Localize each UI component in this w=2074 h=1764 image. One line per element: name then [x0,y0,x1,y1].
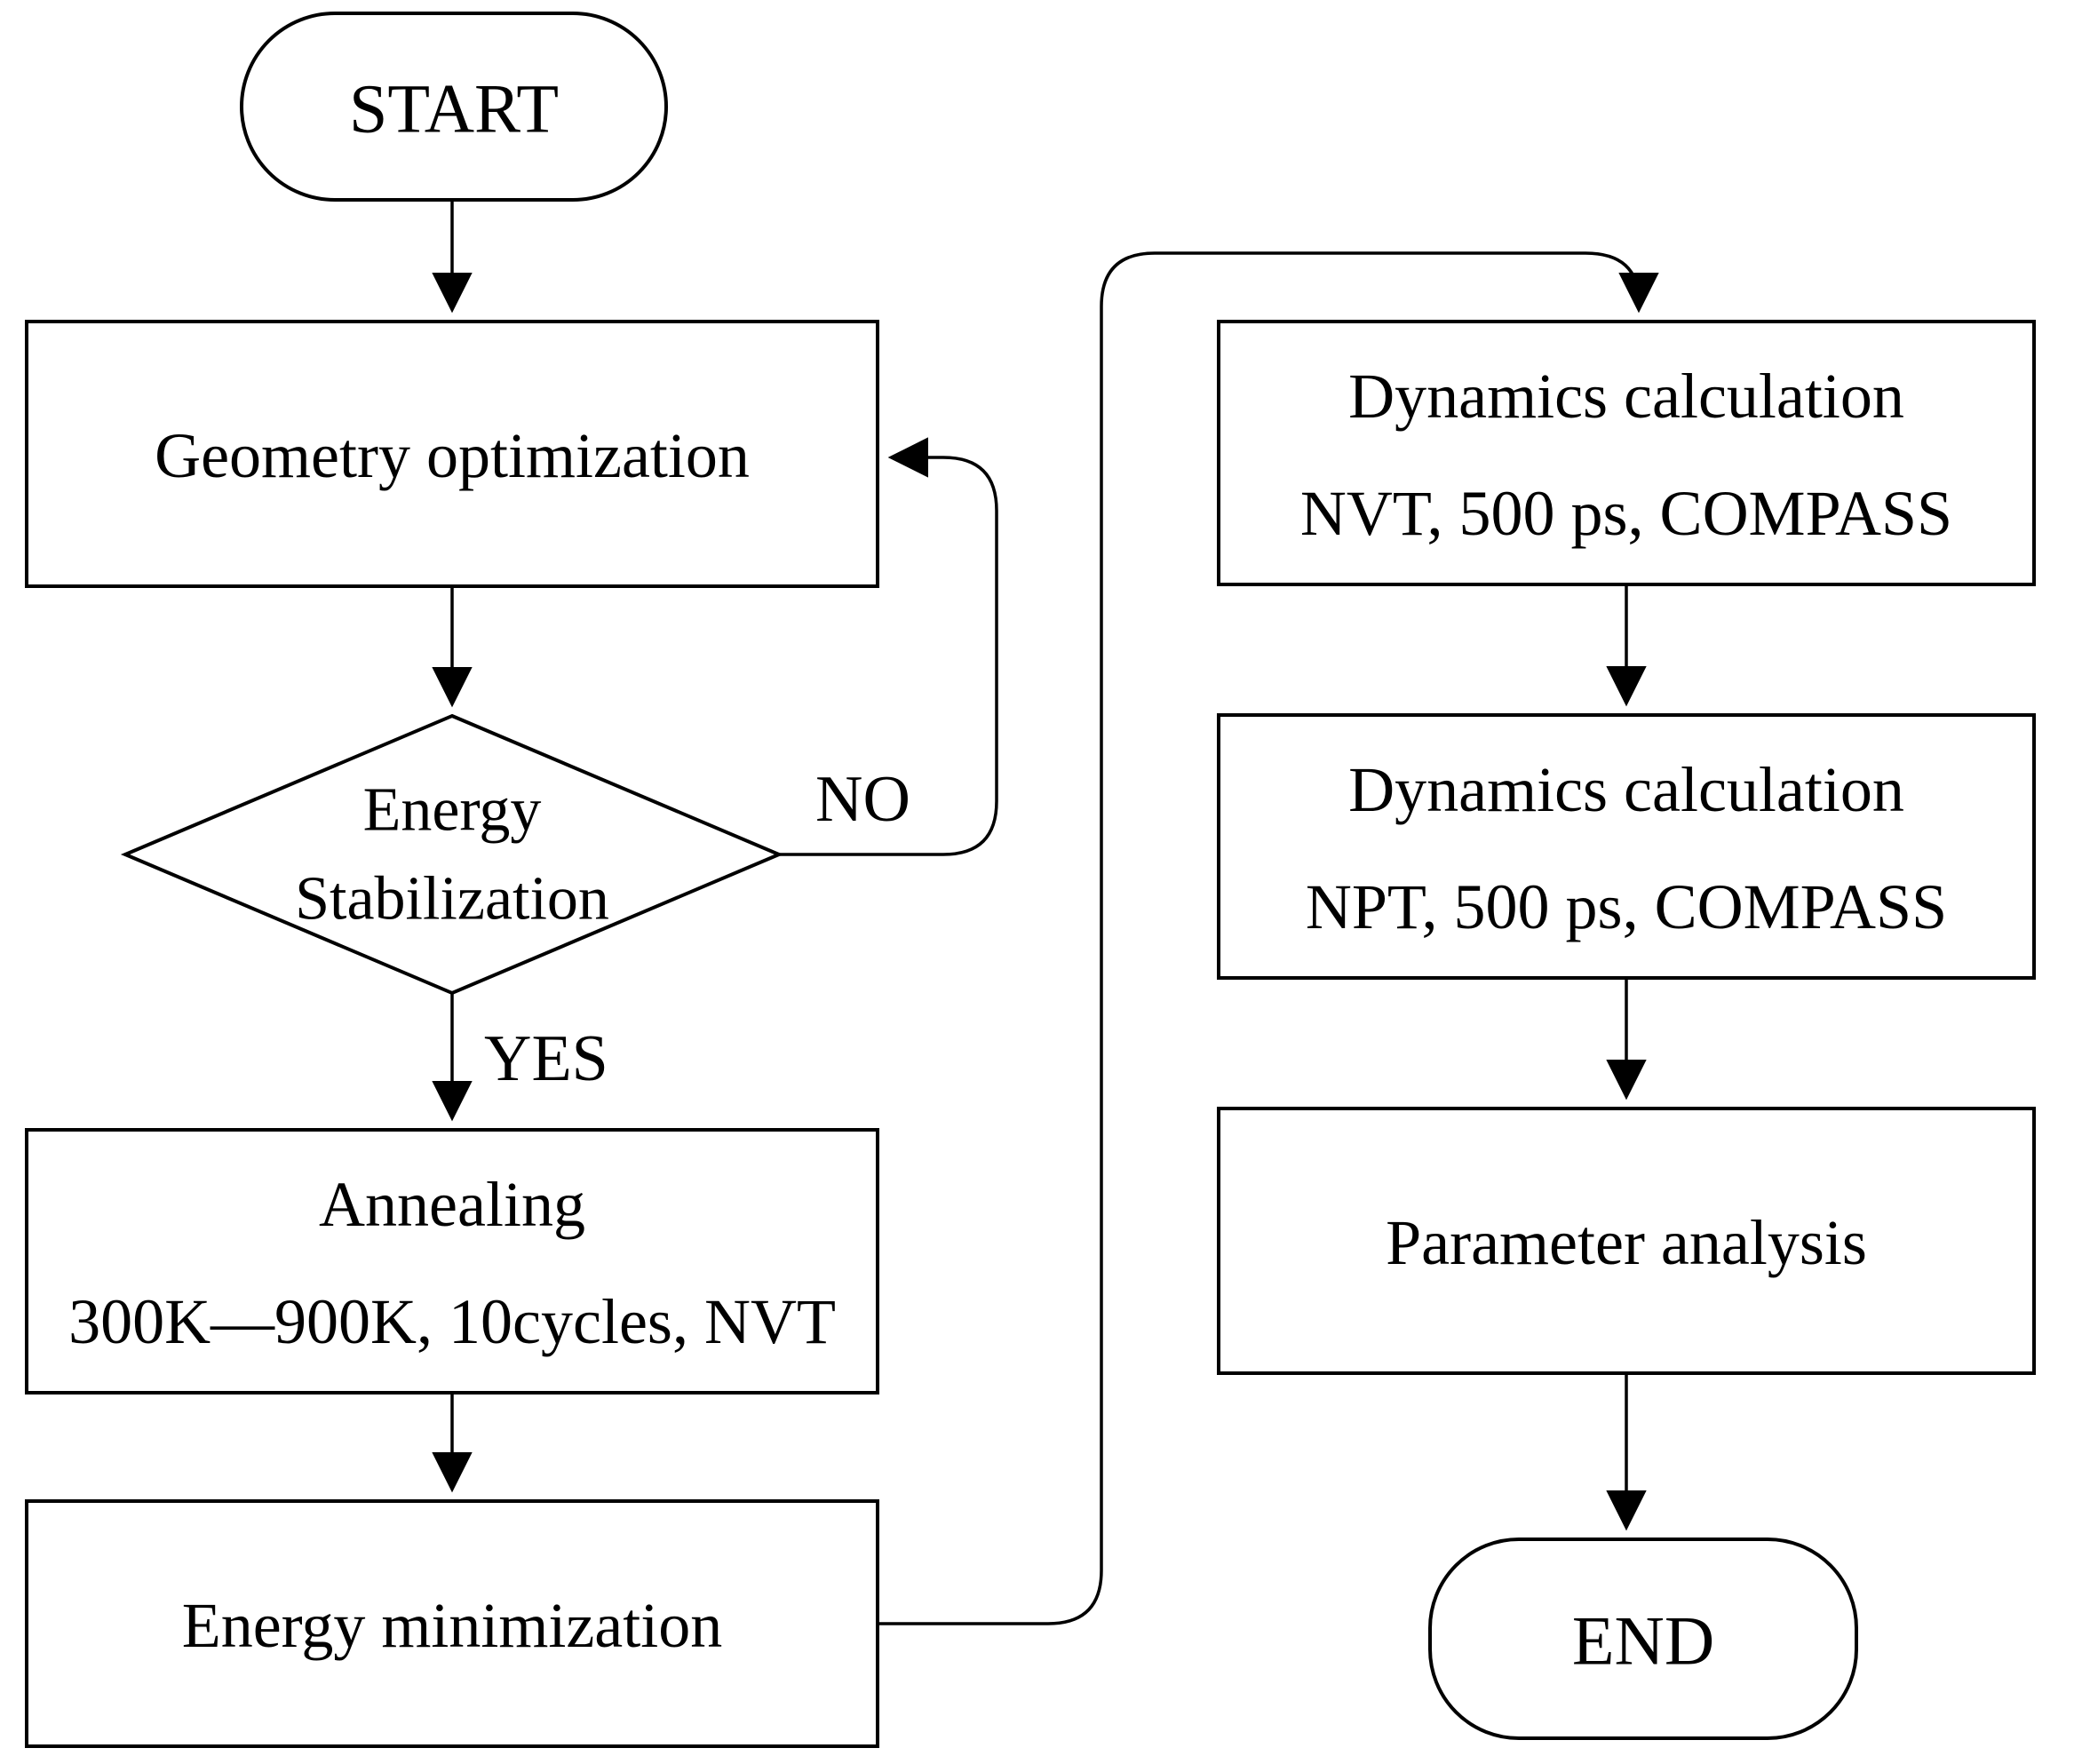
energy-minimization-shape [25,1499,879,1748]
annealing-shape [25,1128,879,1395]
edge-label-no: NO [815,763,910,836]
node-energy-stabilization: Energy Stabilization [120,713,784,996]
annealing-label-line2: 300K—900K, 10cycles, NVT [68,1286,836,1357]
dynamics-npt-label-line1: Dynamics calculation [1348,754,1904,825]
start-terminator-shape [240,12,668,202]
edge-label-yes: YES [484,1022,608,1095]
node-start: START [240,12,668,202]
node-dynamics-npt: Dynamics calculation NPT, 500 ps, COMPAS… [1217,713,2036,980]
parameter-analysis-label: Parameter analysis [1386,1207,1867,1278]
start-label: START [349,70,559,147]
dynamics-npt-label-line2: NPT, 500 ps, COMPASS [1306,871,1947,942]
dynamics-nvt-shape [1217,320,2036,586]
dynamics-nvt-label-line1: Dynamics calculation [1348,361,1904,432]
edge-energy-minimization-to-dynamics-nvt [878,251,1659,1625]
energy-stabilization-label-line1: Energy [363,776,542,845]
node-annealing: Annealing 300K—900K, 10cycles, NVT [25,1128,879,1395]
energy-stabilization-diamond-shape [120,713,784,996]
parameter-analysis-shape [1217,1107,2036,1375]
geometry-optimization-shape [25,320,879,588]
end-label: END [1572,1602,1714,1680]
geometry-optimization-label: Geometry optimization [155,420,750,491]
edge-decision-no-loop [779,437,998,856]
annealing-label-line1: Annealing [319,1169,585,1240]
end-terminator-shape [1428,1538,1858,1740]
node-dynamics-nvt: Dynamics calculation NVT, 500 ps, COMPAS… [1217,320,2036,586]
node-energy-minimization: Energy minimization [25,1499,879,1748]
dynamics-nvt-label-line2: NVT, 500 ps, COMPASS [1300,478,1952,549]
dynamics-npt-shape [1217,713,2036,980]
energy-minimization-label: Energy minimization [182,1590,723,1661]
node-end: END [1428,1538,1858,1740]
node-geometry-optimization: Geometry optimization [25,320,879,588]
node-parameter-analysis: Parameter analysis [1217,1107,2036,1375]
energy-stabilization-label-line2: Stabilization [295,865,609,934]
